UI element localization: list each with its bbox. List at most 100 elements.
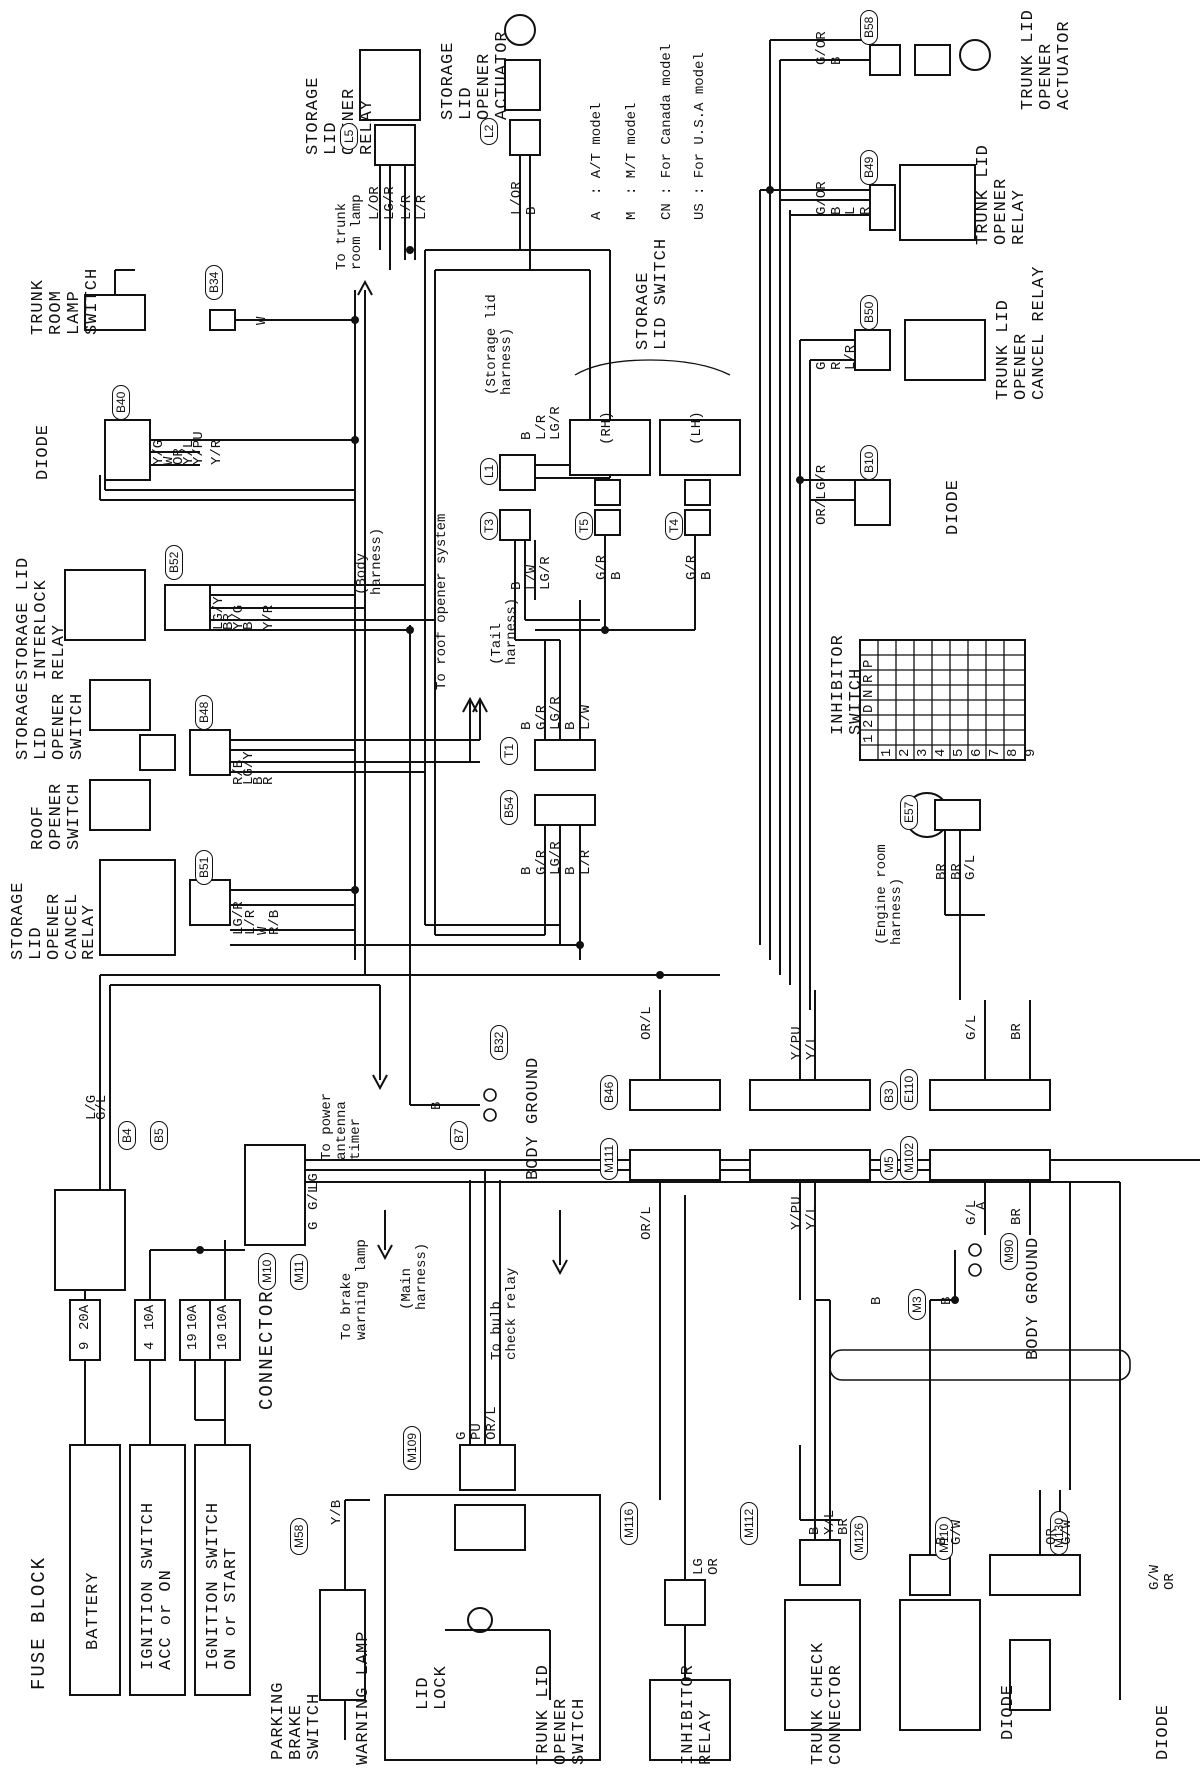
storage-lid-interlock-relay-box xyxy=(64,569,146,641)
wire-yr-b52: Y/R xyxy=(261,604,277,630)
tag-b3: B3 xyxy=(880,1081,898,1110)
connector-t3 xyxy=(499,509,531,541)
connector-b10 xyxy=(854,479,891,526)
connector-m102 xyxy=(929,1149,1051,1181)
fuse-10: 10 xyxy=(215,1333,231,1350)
legend-m-symbol: M xyxy=(624,211,640,220)
ign-on-label: IGNITION SWITCH ON or START xyxy=(204,1501,241,1670)
wire-body-ground-b: B xyxy=(869,1296,885,1305)
note-tail-harness: (Tail harness) xyxy=(489,597,520,665)
storage-lid-opener-relay-box xyxy=(359,49,421,121)
inhibitor-h-n: N xyxy=(861,689,877,698)
parking-brake-switch-box xyxy=(319,1589,366,1701)
tag-l1: L1 xyxy=(480,457,498,485)
inhibitor-r9: 9 xyxy=(1023,748,1039,757)
wire-orl-m111: OR/L xyxy=(639,1206,655,1240)
tag-t3: T3 xyxy=(480,511,498,540)
storage-lid-switch-lh-conn xyxy=(684,479,711,506)
inhibitor-relay-box xyxy=(784,1599,861,1731)
wire-t1: B G/R LG/R B L/W xyxy=(519,696,594,730)
trunk-lid-cancel-relay-box xyxy=(904,319,986,381)
note-body-harness: (Body harness) xyxy=(354,527,385,595)
wire-orl-b46: OR/L xyxy=(639,1006,655,1040)
fuse-20a: 20A xyxy=(77,1304,93,1330)
note-storage-lid-harness: (Storage lid harness) xyxy=(484,294,515,395)
tag-m102: M102 xyxy=(900,1135,918,1180)
storage-lid-switch-label: STORAGE LID SWITCH xyxy=(634,237,671,350)
storage-lid-opener-switch-label: STORAGE LID OPENER SWITCH xyxy=(14,681,87,760)
tag-b5: B5 xyxy=(150,1121,168,1150)
inhibitor-r1: 1 xyxy=(879,748,895,757)
trunk-room-lamp-switch-box xyxy=(84,294,146,331)
tag-m112: M112 xyxy=(740,1501,758,1545)
inhibitor-r6: 6 xyxy=(969,748,985,757)
connector-b52 xyxy=(164,584,211,631)
legend-a-text: : A/T model xyxy=(589,102,605,195)
legend-m-text: : M/T model xyxy=(624,102,640,195)
storage-lid-cancel-relay-box xyxy=(99,859,176,956)
wire-g-b50: G R L/R xyxy=(814,344,860,370)
connector-m126 xyxy=(909,1554,951,1596)
wire-br-m102: BR xyxy=(1009,1208,1025,1225)
wire-b-gw: B G/W xyxy=(934,1519,965,1545)
wire-r-b48: R xyxy=(261,776,277,785)
note-trunk-room-lamp: To trunk room lamp xyxy=(334,194,365,270)
wire-orl-b10: OR/L xyxy=(814,491,830,525)
tag-b51: B51 xyxy=(195,849,213,885)
inhibitor-r4: 4 xyxy=(933,748,949,757)
fuse-10a-1: 10A xyxy=(142,1304,158,1330)
battery-label: BATTERY xyxy=(84,1571,103,1650)
connector-m10 xyxy=(244,1144,306,1246)
storage-lid-switch-lh xyxy=(659,419,741,476)
connector-m116 xyxy=(664,1579,706,1626)
storage-lid-actuator-box xyxy=(504,59,541,111)
connector-b46 xyxy=(629,1079,721,1111)
tag-m90: M90 xyxy=(1000,1232,1018,1270)
storage-lid-cancel-relay-label: STORAGE LID OPENER CANCEL RELAY xyxy=(9,881,100,960)
fuse-19: 19 xyxy=(185,1333,201,1350)
wire-lor-l2: L/OR B xyxy=(509,181,540,215)
diode-right-label: DIODE xyxy=(944,478,963,535)
wire-gl-bl: G/L xyxy=(94,1094,110,1120)
connector-e57 xyxy=(934,799,981,831)
tag-b4: B4 xyxy=(118,1121,136,1150)
wire-a-bus: A xyxy=(974,1201,990,1210)
legend-us-symbol: US xyxy=(692,203,708,220)
connector-e110 xyxy=(929,1079,1051,1111)
wire-gl-conn: G/L xyxy=(306,1184,322,1210)
tag-b10: B10 xyxy=(860,444,878,480)
diode-top-left-label: DIODE xyxy=(34,423,53,480)
rh-label: (RH) xyxy=(599,411,615,445)
fuse-10a-2: 10A xyxy=(185,1304,201,1330)
note-engine-room-harness: (Engine room harness) xyxy=(874,844,905,945)
trunk-lid-cancel-relay-label: TRUNK LID OPENER CANCEL RELAY xyxy=(994,265,1049,400)
note-bulb-check-relay: To bulb check relay xyxy=(489,1267,520,1360)
tag-m126: M126 xyxy=(850,1515,868,1560)
tag-m11: M11 xyxy=(290,1253,308,1290)
wire-yb: Y/B xyxy=(329,1499,345,1525)
wire-ypu: Y/PU xyxy=(191,431,207,465)
storage-lid-interlock-relay-label: STORAGE LID INTERLOCK RELAY xyxy=(14,556,69,680)
connector-t5 xyxy=(594,509,621,536)
storage-lid-opener-switch-box xyxy=(89,679,151,731)
note-power-antenna: To power antenna timer xyxy=(319,1092,365,1160)
trunk-lid-relay-label: TRUNK LID OPENER RELAY xyxy=(974,144,1029,245)
trunk-lid-opener-switch-label: TRUNK LID OPENER SWITCH xyxy=(534,1664,589,1765)
inhibitor-h-p: P xyxy=(861,659,877,668)
tag-b46: B46 xyxy=(600,1074,618,1110)
connector-b49 xyxy=(869,184,896,231)
wire-orl-warn: OR/L xyxy=(484,1406,500,1440)
diode-bottom-label: DIODE xyxy=(999,1683,1018,1740)
tag-b50: B50 xyxy=(860,294,878,330)
connector-b51 xyxy=(189,879,231,926)
wire-g-warn: G xyxy=(454,1431,470,1440)
inhibitor-r3: 3 xyxy=(915,748,931,757)
tag-b48: B48 xyxy=(195,694,213,730)
warning-lamp-connector xyxy=(454,1504,526,1551)
trunk-lid-actuator-conn xyxy=(914,44,951,76)
trunk-lid-opener-relay-box xyxy=(899,164,976,241)
fuse-block-label: FUSE BLOCK xyxy=(28,1555,50,1690)
connector-b50 xyxy=(854,329,891,371)
trunk-check-connector-label: TRUNK CHECK CONNECTOR xyxy=(809,1641,846,1765)
connector-t4 xyxy=(684,509,711,536)
